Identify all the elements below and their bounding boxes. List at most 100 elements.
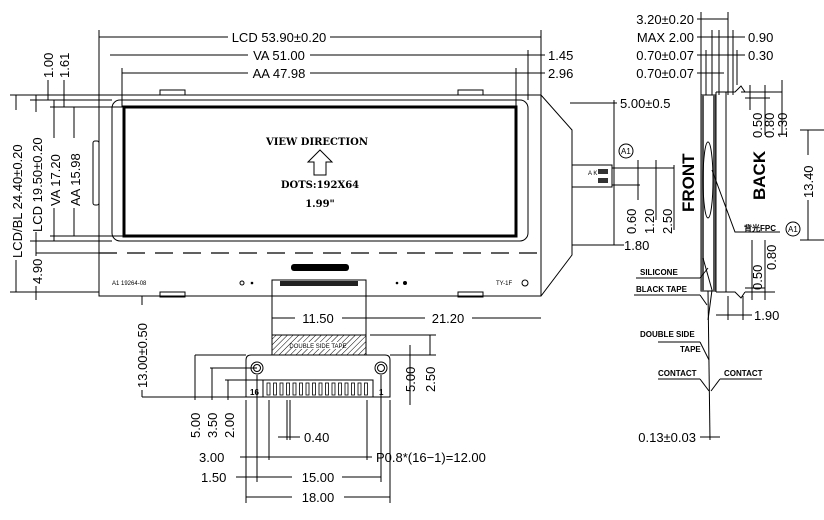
va-offset-dim: 1.45 [548,48,573,63]
pin-row [266,382,368,396]
pin-16-label: 16 [250,388,259,397]
fpc-dimensions: 13.00±0.50 11.50 21.20 5.00 2.50 5.00 3.… [135,296,541,505]
left-2-dim: 2.00 [222,413,237,438]
d1340-dim: 13.40 [801,165,816,198]
top-080-dim: 0.80 [762,113,777,138]
connector-pin [325,382,329,396]
aa-offset-dim: 2.96 [548,66,573,81]
connector-pin [338,382,342,396]
contact-left-label: CONTACT [658,369,697,378]
a1-marker-front [618,143,634,159]
fpc-length-dim: 13.00±0.50 [135,323,150,388]
va-height-dim: VA 17.20 [48,154,63,206]
fpc-stiffener [245,354,391,398]
bl-fpc-label: 背光FPC [744,223,776,233]
fpc-bond-pads [280,281,358,286]
screw-mark [521,279,529,287]
marker-dot [250,281,254,285]
connector-pin [279,382,284,396]
dots-label: DOTS:192X64 [281,180,359,191]
side-ic [702,141,714,219]
max-dim: MAX 2.00 [637,30,694,45]
aa-width-dim: AA 47.98 [253,66,306,81]
d070a-dim: 0.70±0.07 [636,48,694,63]
side-view: 背光FPC A1 3.20±0.20 MAX 2.00 0.90 0.70±0.… [634,12,824,445]
top-offset-2: 1.61 [57,53,72,78]
pin-width-dim: 0.40 [304,430,329,445]
connector-pin [364,382,368,396]
marker-dot [395,281,399,285]
left-3-50-dim: 3.50 [205,413,220,438]
pin-area [262,379,374,398]
bot-050-dim: 0.50 [750,265,765,290]
double-side-tape-label: DOUBLE SIDE TAPE [289,344,346,350]
connector-pin [351,382,355,396]
bottom-offset-dim: 4.90 [30,259,45,284]
bottom-tab-right [457,291,484,298]
bl-fpc-length-dim: 5.00±0.5 [620,96,671,111]
connector-pin [357,382,362,396]
part-code: A1 19264-08 [112,281,147,287]
top-tab-left [159,89,186,96]
connector-pin [273,382,277,396]
pitch-dim: P0.8*(16−1)=12.00 [376,450,486,465]
top-offset-1: 1.00 [41,53,56,78]
backlight-fpc-dimensions: 5.00±0.5 A1 0.60 1.20 2.50 1.80 [570,96,675,253]
side-tab [92,140,100,206]
marker-dot [403,281,407,285]
bl-pad-a [598,169,608,174]
d1800-dim: 18.00 [302,490,335,505]
d1500-dim: 15.00 [302,470,335,485]
a1-marker-side [785,221,801,237]
silicone-label: SILICONE [640,268,678,277]
thickness-dim: 3.20±0.20 [636,12,694,27]
size-label: 1.99" [305,199,335,210]
lcd-height-dim: LCD 19.50±0.20 [30,137,45,232]
view-direction-label: VIEW DIRECTION [265,137,368,148]
lcd-bl-height-dim: LCD/BL 24.40±0.20 [10,144,25,258]
fpc-width-dim: 11.50 [302,311,334,326]
connector-pin [305,382,310,396]
left-dimensions: 1.00 1.61 LCD/BL 24.40±0.20 LCD 19.50±0.… [10,53,124,300]
maker-code: TY-1F [496,281,512,287]
view-direction-arrow-icon [306,149,334,176]
fpc-offset-dim: 21.20 [432,311,465,326]
connector-pin [286,382,290,396]
conn-5-dim: 5.00 [403,367,418,392]
top-dimensions: LCD 53.90±0.20 VA 51.00 1.45 AA 47.98 2.… [98,30,573,107]
front-label: FRONT [679,153,698,212]
d300-dim: 3.00 [199,450,224,465]
connector-pin [312,382,316,396]
tape-label: TAPE [680,345,701,354]
hole-right [374,361,388,375]
top-tab-right [457,89,484,96]
d180-dim: 1.80 [624,238,649,253]
bl-pad-k [598,178,608,183]
d150-dim: 1.50 [201,470,226,485]
connector-pin [344,382,349,396]
fpc-thickness-dim: 0.13±0.03 [638,430,696,445]
a1-marker-side-label: A1 [788,225,798,234]
bot-080-dim: 0.80 [764,245,779,270]
connector-pin [266,382,271,396]
a1-marker-front-label: A1 [621,147,631,156]
d250-dim: 2.50 [660,209,675,234]
contact-right-label: CONTACT [724,369,763,378]
lcd-width-dim: LCD 53.90±0.20 [232,30,327,45]
active-area [122,105,518,238]
bottom-tab-left [159,291,186,298]
conn-2-50-dim: 2.50 [423,367,438,392]
d190-dim: 1.90 [754,308,779,323]
double-side-label: DOUBLE SIDE [640,330,695,339]
side-fpc-bend [702,257,713,321]
front-view: VIEW DIRECTION DOTS:192X64 1.99" A1 1926… [92,89,613,398]
marker-circle [239,280,245,286]
connector-pin [318,382,323,396]
d060-dim: 0.60 [624,209,639,234]
connector-pin [299,382,303,396]
black-tape-label: BLACK TAPE [636,285,688,294]
connector-pin [331,382,336,396]
bl-fpc-leader [711,169,780,233]
